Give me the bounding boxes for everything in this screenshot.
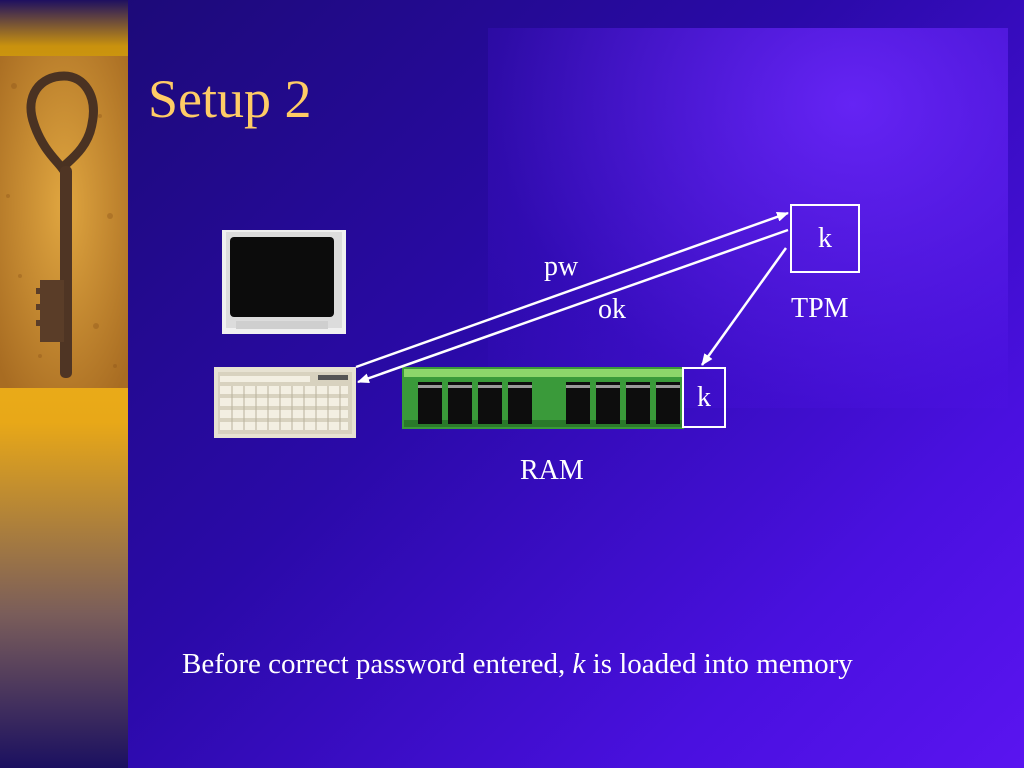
caption-variable: k [572, 648, 586, 680]
key-image [0, 56, 128, 388]
tpm-label: TPM [791, 293, 849, 324]
slide-title: Setup 2 [148, 69, 312, 129]
ram-key-box: k [682, 367, 726, 428]
caption-text-start: Before correct password entered, [182, 648, 566, 680]
background-glow [488, 28, 1008, 408]
arrow-ok-label: ok [598, 294, 626, 325]
caption-text-end: is loaded into memory [592, 648, 853, 680]
tpm-key-box: k [790, 204, 860, 273]
ram-label: RAM [520, 455, 584, 486]
slide-caption: Before correct password entered, k is lo… [182, 650, 853, 679]
arrow-pw-label: pw [544, 251, 579, 282]
